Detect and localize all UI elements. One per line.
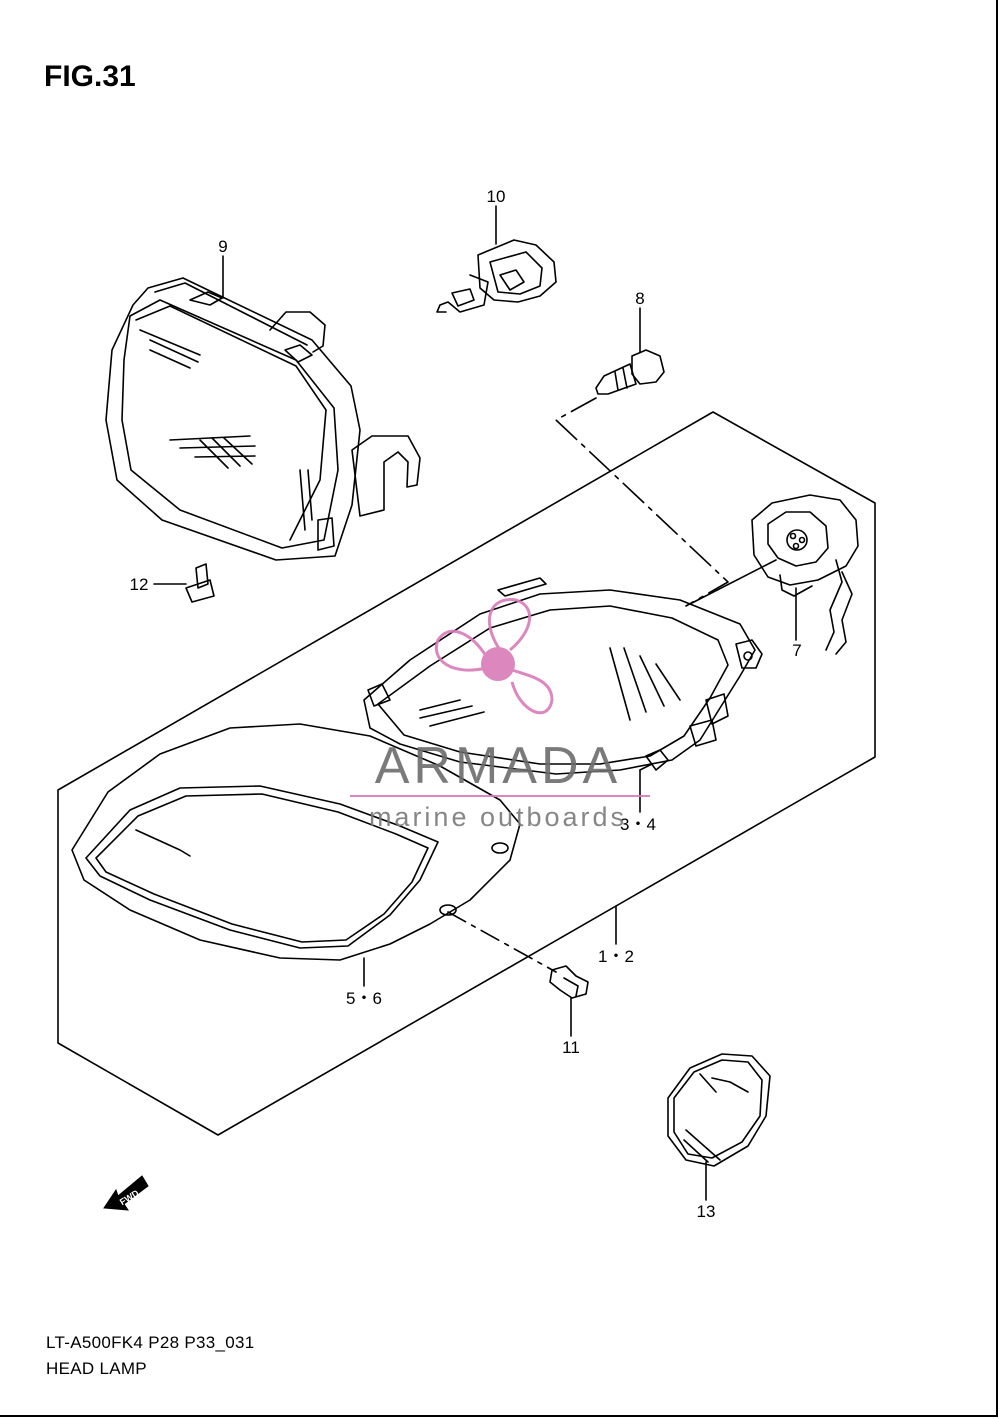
body-screw-part [639, 749, 669, 771]
socket-wire-part [751, 494, 859, 655]
dashed-line-bulb [555, 397, 729, 607]
propeller-logo-icon [434, 598, 554, 715]
callout-13: 13 [697, 1202, 716, 1221]
fwd-arrow-icon: FWD [103, 1175, 149, 1211]
clip-part [549, 965, 589, 999]
callout-5-6: 5・6 [346, 989, 382, 1008]
assembly-outline [57, 411, 876, 1136]
headlamp-bulb-part [436, 239, 557, 313]
watermark-brand: ARMADA [375, 737, 621, 795]
callout-8: 8 [635, 289, 644, 308]
callout-12: 12 [130, 575, 149, 594]
dashed-line-clip [447, 911, 557, 973]
callout-10: 10 [487, 187, 506, 206]
watermark: ARMADA marine outboards [350, 598, 650, 832]
headlamp-bezel-part [71, 723, 521, 961]
callout-11: 11 [562, 1038, 580, 1057]
position-bulb-part [595, 349, 665, 395]
callout-9: 9 [218, 237, 227, 256]
reflector-part [667, 1053, 771, 1167]
figure-title: FIG.31 [44, 60, 136, 93]
headlamp-body-part [363, 577, 763, 775]
dashed-line-socket [689, 559, 777, 605]
callout-7: 7 [792, 641, 801, 660]
callout-3-4: 3・4 [620, 815, 656, 834]
callout-1-2: 1・2 [598, 947, 634, 966]
watermark-tagline: marine outboards [369, 802, 627, 832]
headlamp-assembly-part [105, 277, 421, 561]
bolt-part [185, 563, 215, 603]
footer-figure-name: HEAD LAMP [46, 1359, 147, 1378]
footer-part-code: LT-A500FK4 P28 P33_031 [46, 1333, 255, 1352]
